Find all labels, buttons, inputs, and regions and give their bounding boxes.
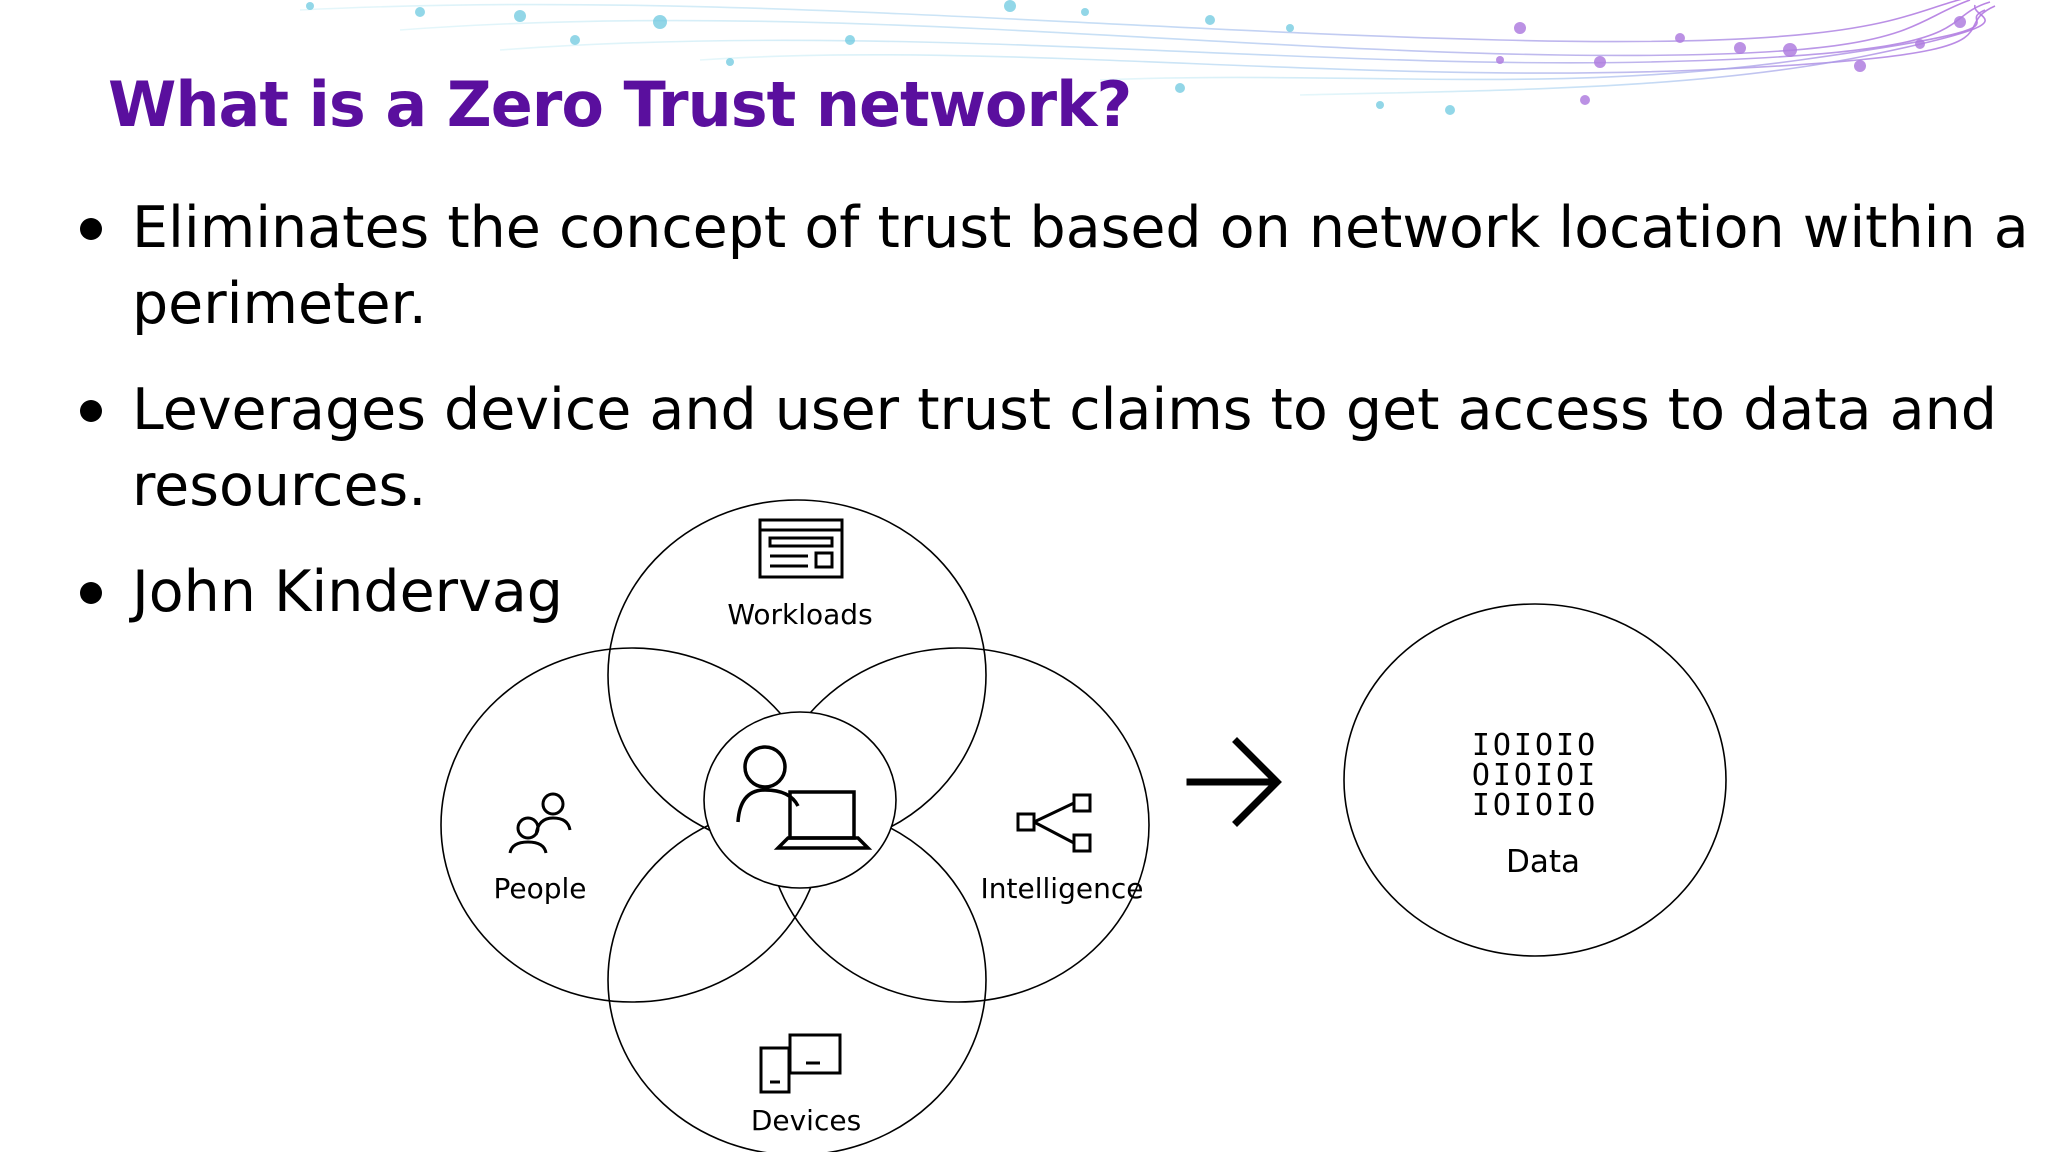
- bullet-item: John Kindervag: [70, 554, 2030, 630]
- pillar-label: Workloads: [727, 598, 872, 631]
- bullet-text: Leverages device and user trust claims t…: [132, 377, 1997, 519]
- bullet-text: Eliminates the concept of trust based on…: [132, 195, 2029, 337]
- binary-data-icon: IOIOIO OIOIOI IOIOIO: [1472, 728, 1598, 823]
- data-label: Data: [1506, 844, 1580, 880]
- center-user-circle: [703, 711, 897, 889]
- slide-title: What is a Zero Trust network?: [108, 68, 1132, 141]
- network-nodes-icon: [1016, 793, 1092, 853]
- devices-icon: [759, 1033, 842, 1094]
- pillar-label: Devices: [751, 1104, 861, 1137]
- binary-line: IOIOIO: [1472, 728, 1598, 763]
- pillar-label: Intelligence: [981, 872, 1144, 905]
- binary-line: IOIOIO: [1472, 788, 1598, 823]
- workload-window-icon: [758, 518, 844, 579]
- data-circle: [1343, 603, 1727, 957]
- user-laptop-icon: [736, 745, 873, 850]
- bullet-text: John Kindervag: [132, 559, 563, 625]
- people-icon: [508, 792, 572, 854]
- binary-line: OIOIOI: [1472, 758, 1598, 793]
- bullet-list: Eliminates the concept of trust based on…: [70, 190, 2030, 660]
- decorative-particle-wave: [299, 0, 1996, 115]
- bullet-item: Leverages device and user trust claims t…: [70, 372, 2030, 524]
- bullet-dot: [80, 400, 102, 422]
- bullet-item: Eliminates the concept of trust based on…: [70, 190, 2030, 342]
- bullet-dot: [80, 582, 102, 604]
- pillar-label: People: [493, 872, 586, 905]
- arrow-right-icon: [1186, 737, 1282, 827]
- bullet-dot: [80, 218, 102, 240]
